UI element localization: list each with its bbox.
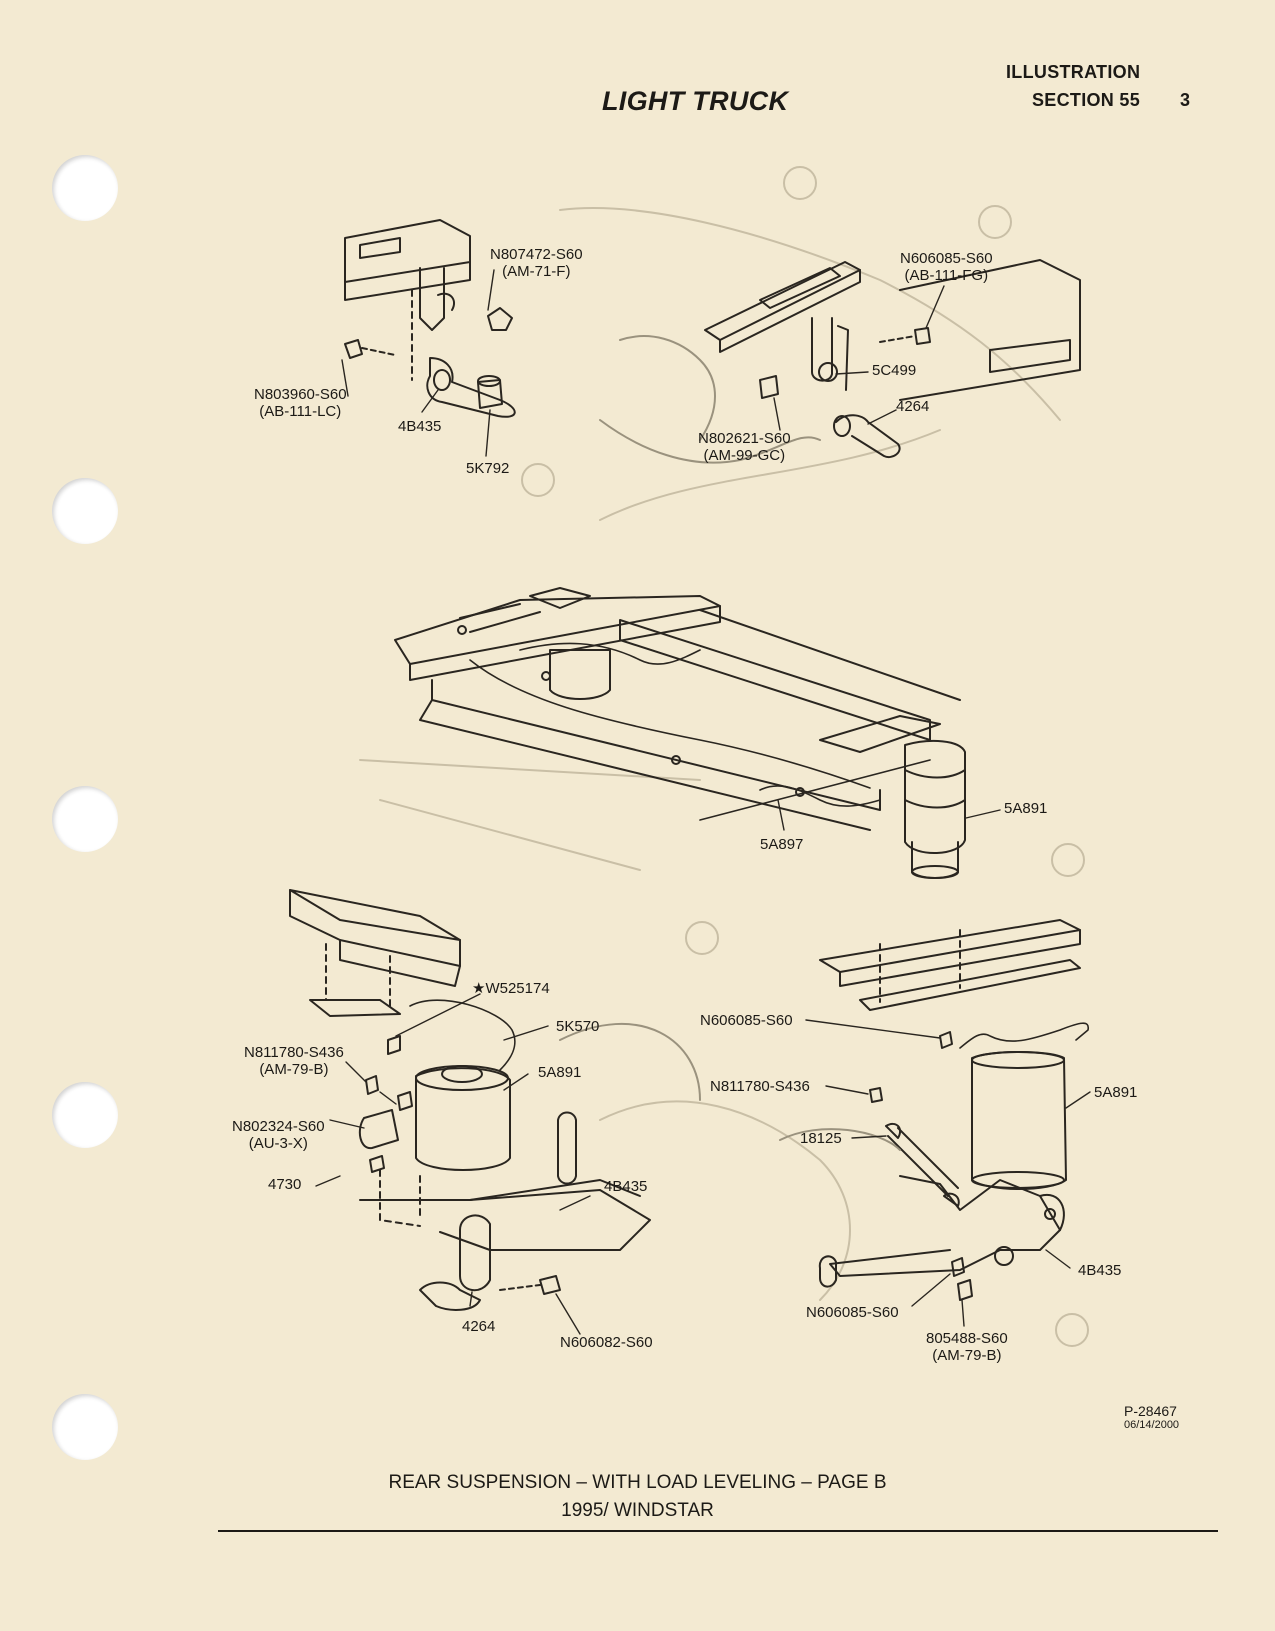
bushing-tube [835, 414, 901, 458]
shock-icon [557, 1111, 577, 1185]
part-number: N606085-S60 [900, 250, 993, 267]
bushing-icon [818, 1255, 837, 1288]
binder-hole [52, 1394, 118, 1460]
bolt-icon [365, 1075, 379, 1095]
bottom-left-assembly [289, 889, 701, 1311]
reference-code: P-28467 [1124, 1403, 1177, 1419]
callout-n606085-right: N606085-S60 [700, 1012, 793, 1029]
page-number: 3 [1180, 90, 1191, 110]
callout-4730: 4730 [268, 1176, 302, 1193]
callout-5a891-right: 5A891 [1094, 1084, 1138, 1101]
illustration-label: ILLUSTRATION [1006, 62, 1141, 82]
callout-5a891-middle: 5A891 [1004, 800, 1048, 817]
callout-4b435-left: 4B435 [604, 1178, 648, 1195]
binder-hole [52, 155, 118, 221]
bolt-head-icon [539, 1275, 561, 1295]
bolt-head-icon [951, 1257, 965, 1277]
part-number: N802621-S60 [698, 430, 791, 447]
section-label: SECTION 55 [1032, 90, 1141, 110]
fitting-icon [387, 1035, 401, 1055]
top-left-assembly [344, 219, 516, 418]
callout-5c499: 5C499 [872, 362, 917, 379]
callout-n802324: N802324-S60 (AU-3-X) [232, 1118, 325, 1152]
nut-icon [957, 1279, 973, 1301]
spec-code: (AU-3-X) [248, 1135, 308, 1152]
callout-5k792: 5K792 [466, 460, 510, 477]
callout-n807472: N807472-S60 (AM-71-F) [490, 246, 583, 280]
callout-5a897: 5A897 [760, 836, 804, 853]
bumper-icon [358, 1109, 399, 1150]
callout-n606085-top: N606085-S60 (AB-111-FG) [900, 250, 993, 284]
leader-lines-top-right [773, 285, 945, 431]
callout-n811780-left: N811780-S436 (AM-79-B) [244, 1044, 344, 1078]
page-title: LIGHT TRUCK [602, 86, 789, 116]
part-number: N803960-S60 [254, 386, 347, 403]
leader-lines-bottom-right [805, 1019, 1091, 1327]
leader-lines-bottom-left [315, 993, 591, 1335]
spec-code: (AM-71-F) [502, 263, 571, 280]
callout-n606085-bottom: N606085-S60 [806, 1304, 899, 1321]
bushing-icon [477, 379, 503, 409]
leader-lines-top-left [341, 269, 495, 457]
middle-frame-assembly [394, 587, 966, 879]
bushing-tube [419, 1281, 481, 1311]
reference-date: 06/14/2000 [1124, 1419, 1180, 1431]
caption-model: 1995/ WINDSTAR [561, 1500, 714, 1521]
spec-code: (AM-99-GC) [703, 447, 786, 464]
callout-5a891-left: 5A891 [538, 1064, 582, 1081]
part-number: N811780-S436 [244, 1044, 344, 1061]
bolt-head-icon [344, 339, 363, 359]
nut-icon [759, 375, 779, 399]
bolt-icon [939, 1031, 953, 1049]
part-number: 805488-S60 [926, 1330, 1008, 1347]
spec-code: (AM-79-B) [259, 1061, 329, 1078]
spec-code: (AB-111-FG) [904, 267, 989, 284]
part-number: N802324-S60 [232, 1118, 325, 1135]
callout-805488: 805488-S60 (AM-79-B) [926, 1330, 1008, 1364]
air-spring-icon [904, 740, 966, 855]
callout-n811780-right: N811780-S436 [710, 1078, 810, 1095]
binder-hole [52, 1082, 118, 1148]
binder-hole [52, 478, 118, 544]
air-line [409, 999, 516, 1071]
mount-plate [309, 999, 401, 1017]
callout-4b435-top: 4B435 [398, 418, 442, 435]
compressor-icon [549, 649, 611, 700]
arm-bracket [426, 357, 516, 418]
callout-n803960: N803960-S60 (AB-111-LC) [254, 386, 347, 420]
callout-4264-top: 4264 [896, 398, 930, 415]
callout-n606082: N606082-S60 [560, 1334, 653, 1351]
spec-code: (AB-111-LC) [259, 403, 342, 420]
callout-4b435-right: 4B435 [1078, 1262, 1122, 1279]
spec-code: (AM-79-B) [932, 1347, 1002, 1364]
top-right-assembly [599, 259, 1081, 464]
nut-icon [397, 1091, 413, 1111]
callout-w525174: ★W525174 [472, 980, 550, 997]
callout-4264-bottom: 4264 [462, 1318, 496, 1335]
callout-5k570: 5K570 [556, 1018, 600, 1035]
callout-18125: 18125 [800, 1130, 842, 1147]
nut-icon [869, 1087, 883, 1103]
part-number: N807472-S60 [490, 246, 583, 263]
shock-icon [887, 1127, 959, 1197]
air-spring-icon [415, 1067, 511, 1171]
bottom-right-assembly [779, 919, 1089, 1301]
nut-icon [369, 1155, 385, 1173]
nut-icon [487, 307, 513, 331]
illustration-reference: P-28467 06/14/2000 [1124, 1404, 1179, 1432]
bleed-through-ghost [359, 166, 1089, 1347]
callout-n802621: N802621-S60 (AM-99-GC) [698, 430, 791, 464]
caption-title: REAR SUSPENSION – WITH LOAD LEVELING – P… [388, 1472, 887, 1493]
air-spring-icon [971, 1051, 1067, 1190]
footer-rule [218, 1530, 1218, 1532]
bolt-head-icon [914, 327, 931, 345]
air-line [959, 1022, 1089, 1049]
binder-hole [52, 786, 118, 852]
leader-lines-middle [777, 799, 1001, 831]
